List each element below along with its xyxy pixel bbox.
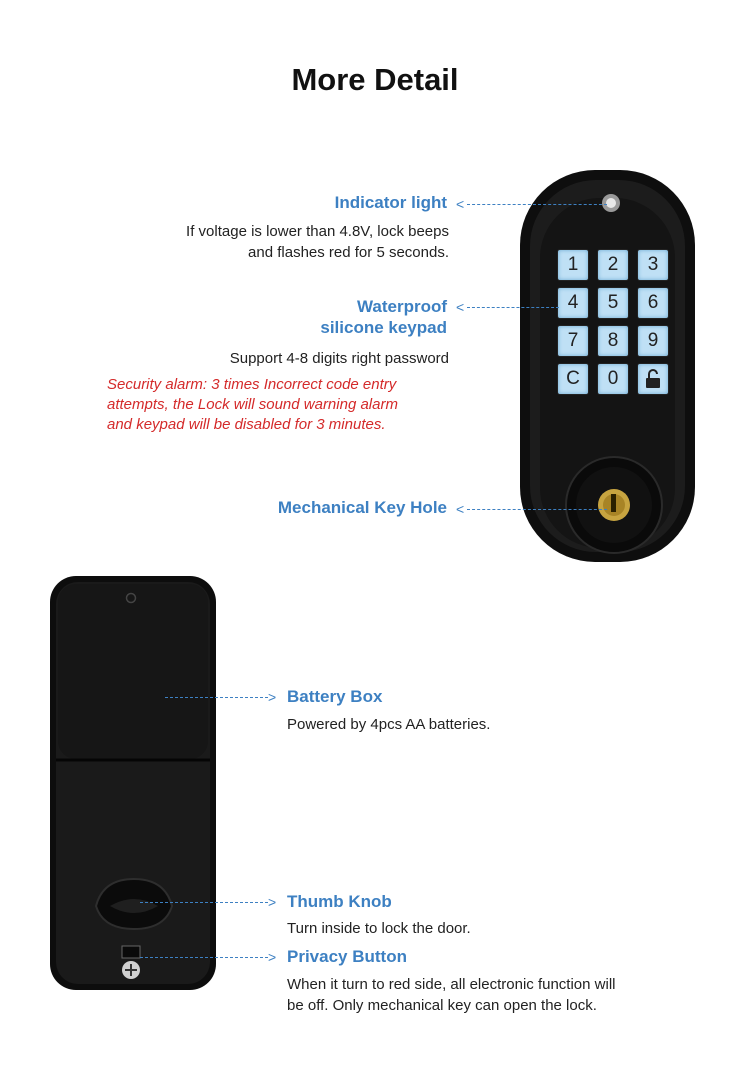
indicator-light-label: Indicator light xyxy=(334,193,447,212)
keypad-leader-line xyxy=(467,307,559,308)
privacy-leader-line xyxy=(140,957,268,958)
key-4[interactable]: 4 xyxy=(557,287,589,319)
thumb-knob-label: Thumb Knob xyxy=(287,892,392,911)
security-alarm-note: Security alarm: 3 times Incorrect code e… xyxy=(107,376,398,433)
key-9[interactable]: 9 xyxy=(637,325,669,357)
battery-box-description: Powered by 4pcs AA batteries. xyxy=(287,716,491,733)
arrow-left-icon: < xyxy=(456,196,465,212)
key-5[interactable]: 5 xyxy=(597,287,629,319)
battery-leader-line xyxy=(165,697,268,698)
key-2[interactable]: 2 xyxy=(597,249,629,281)
arrow-right-icon: > xyxy=(268,894,277,910)
arrow-left-icon: < xyxy=(456,299,465,315)
key-3[interactable]: 3 xyxy=(637,249,669,281)
keypad-description: Support 4-8 digits right password xyxy=(229,350,449,367)
privacy-button-description: When it turn to red side, all electronic… xyxy=(287,976,616,1014)
arrow-right-icon: > xyxy=(268,949,277,965)
arrow-right-icon: > xyxy=(268,689,277,705)
key-hole-label: Mechanical Key Hole xyxy=(277,498,447,517)
key-6[interactable]: 6 xyxy=(637,287,669,319)
battery-cover xyxy=(58,584,208,759)
key-0[interactable]: 0 xyxy=(597,363,629,395)
privacy-button-label: Privacy Button xyxy=(287,947,407,966)
key-8[interactable]: 8 xyxy=(597,325,629,357)
indicator-description: If voltage is lower than 4.8V, lock beep… xyxy=(186,223,449,261)
thumb-knob-description: Turn inside to lock the door. xyxy=(287,920,471,937)
key-c[interactable]: C xyxy=(557,363,589,395)
indicator-leader-line xyxy=(467,204,607,205)
battery-box-label: Battery Box xyxy=(287,687,383,706)
thumb-knob-leader-line xyxy=(140,902,268,903)
key-7[interactable]: 7 xyxy=(557,325,589,357)
key-hole-leader-line xyxy=(467,509,607,510)
arrow-left-icon: < xyxy=(456,501,465,517)
key-1[interactable]: 1 xyxy=(557,249,589,281)
back-lock-image xyxy=(50,576,216,990)
keypad-label: Waterproof silicone keypad xyxy=(320,297,447,337)
privacy-button xyxy=(121,945,141,959)
page-title: More Detail xyxy=(291,62,459,97)
unlock-icon xyxy=(646,369,660,388)
key-lock[interactable] xyxy=(637,363,669,395)
